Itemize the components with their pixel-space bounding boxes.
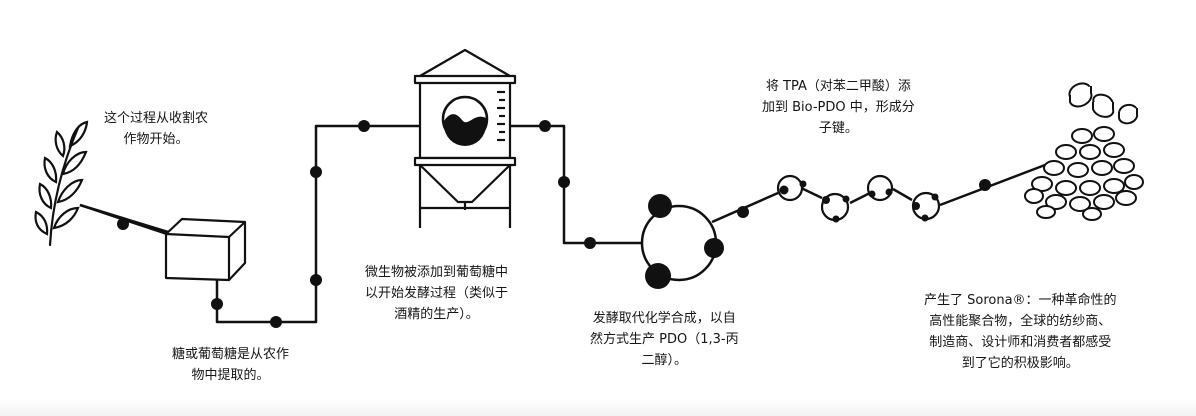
caption-line: 子键。 xyxy=(818,121,858,136)
caption-line: 作物开始。 xyxy=(123,132,189,147)
tank-window-icon xyxy=(441,95,489,146)
caption-fermentation: 微生物被添加到葡萄糖中 以开始发酵过程（类似于 酒精的生产）。 xyxy=(365,262,508,325)
caption-line: 酒精的生产）。 xyxy=(394,307,479,322)
path-nodes xyxy=(117,120,991,328)
path-node xyxy=(584,237,596,249)
path-node xyxy=(558,176,570,188)
caption-line: 以开始发酵过程（类似于 xyxy=(365,286,509,301)
path-node xyxy=(117,218,129,230)
fermentation-tank-icon xyxy=(413,48,517,228)
path-node xyxy=(270,316,282,328)
caption-line: 到了它的积极影响。 xyxy=(961,356,1079,371)
pdo-molecule-icon xyxy=(640,194,724,289)
bottom-shade xyxy=(0,398,1196,416)
caption-harvest: 这个过程从收割农 作物开始。 xyxy=(104,108,208,150)
caption-line: 将 TPA（对苯二甲酸）添 xyxy=(765,79,911,94)
polymer-chain-icon xyxy=(776,174,941,223)
caption-line: 这个过程从收割农 xyxy=(104,111,209,126)
path-node xyxy=(211,298,223,310)
path-node xyxy=(539,120,551,132)
caption-line: 物中提取的。 xyxy=(191,368,270,383)
path-node xyxy=(737,206,749,218)
caption-line: 产生了 Sorona®：一种革命性的 xyxy=(924,293,1117,308)
caption-line: 二醇）。 xyxy=(641,353,688,368)
path-node xyxy=(310,166,322,178)
caption-line: 然方式生产 PDO（1,3-丙 xyxy=(590,332,739,347)
caption-pdo: 发酵取代化学合成，以自 然方式生产 PDO（1,3-丙 二醇）。 xyxy=(590,308,739,371)
caption-line: 加到 Bio-PDO 中，形成分 xyxy=(762,100,915,115)
caption-line: 制造商、设计师和消费者都感受 xyxy=(929,335,1112,350)
caption-sorona: 产生了 Sorona®：一种革命性的 高性能聚合物，全球的纺纱商、 制造商、设计… xyxy=(924,290,1117,374)
path-node xyxy=(979,179,991,191)
caption-line: 微生物被添加到葡萄糖中 xyxy=(365,265,509,280)
path-node xyxy=(310,274,322,286)
sugar-cube-icon xyxy=(164,217,247,282)
wheat-icon xyxy=(34,120,89,247)
caption-sugar: 糖或葡萄糖是从农作 物中提取的。 xyxy=(172,344,289,386)
sorona-pellets-icon xyxy=(1024,82,1144,221)
caption-line: 高性能聚合物，全球的纺纱商、 xyxy=(929,314,1112,329)
caption-tpa: 将 TPA（对苯二甲酸）添 加到 Bio-PDO 中，形成分 子键。 xyxy=(762,76,915,139)
caption-line: 发酵取代化学合成，以自 xyxy=(592,311,736,326)
path-node xyxy=(358,120,370,132)
caption-line: 糖或葡萄糖是从农作 xyxy=(172,347,290,362)
